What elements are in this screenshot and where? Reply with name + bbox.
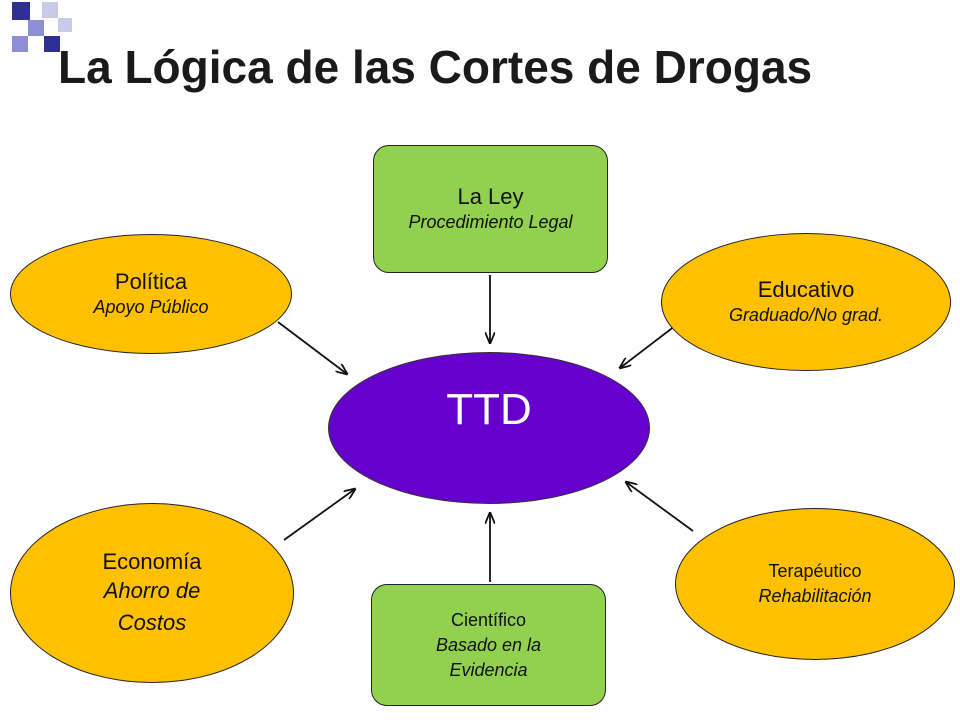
ttd-label: TTD [446, 385, 532, 434]
arrow-terapeutico-to-ttd [626, 482, 694, 532]
node-cientifico-title: Científico [450, 609, 527, 630]
node-educativo-title: Educativo [757, 277, 855, 302]
node-la-ley: La Ley Procedimiento Legal [373, 145, 608, 273]
arrow-economia-to-ttd [283, 489, 355, 541]
node-terapeutico: Terapéutico Rehabilitación [675, 508, 955, 660]
arrow-politica-to-ttd [277, 321, 347, 374]
node-economia-subtitle: Ahorro de Costos [103, 577, 201, 635]
corner-decoration [0, 0, 75, 60]
node-cientifico: Científico Basado en la Evidencia [371, 584, 606, 706]
node-politica-title: Política [114, 269, 188, 294]
node-politica: Política Apoyo Público [10, 234, 292, 354]
ttd-ellipse [328, 352, 650, 504]
node-educativo: Educativo Graduado/No grad. [661, 233, 951, 371]
node-la-ley-subtitle: Procedimiento Legal [408, 212, 573, 232]
page-title: La Lógica de las Cortes de Drogas [58, 41, 813, 93]
node-terapeutico-title: Terapéutico [768, 561, 862, 581]
node-politica-subtitle: Apoyo Público [93, 297, 209, 317]
node-educativo-subtitle: Graduado/No grad. [728, 305, 884, 325]
node-terapeutico-subtitle: Rehabilitación [758, 586, 872, 606]
node-la-ley-title: La Ley [457, 184, 524, 209]
node-economia: Economía Ahorro de Costos [10, 503, 294, 683]
node-cientifico-subtitle: Basado en la Evidencia [435, 634, 542, 680]
node-economia-title: Economía [102, 548, 202, 574]
